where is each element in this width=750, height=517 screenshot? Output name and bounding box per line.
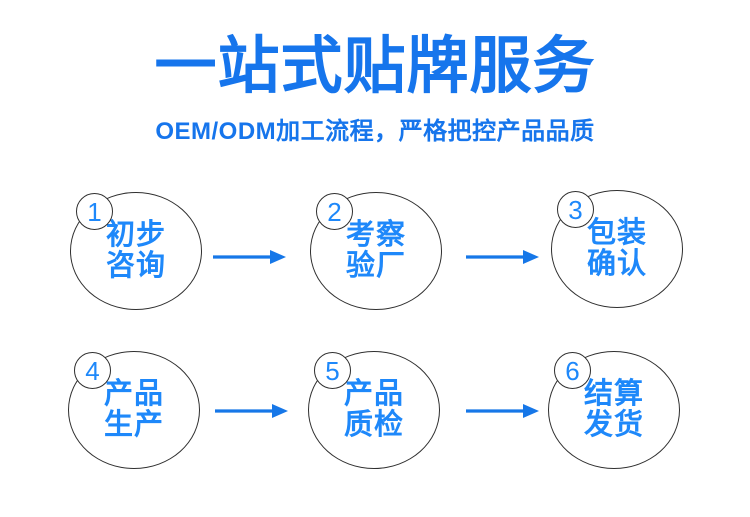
step-4-label: 产品 生产 <box>103 377 164 442</box>
step-1-label-line2: 咨询 <box>105 250 166 282</box>
arrow-step5-to-step6-icon <box>463 398 543 424</box>
step-1-number: 1 <box>87 196 102 227</box>
step-4: 产品 生产 4 <box>63 347 205 477</box>
step-4-label-line2: 生产 <box>103 409 164 441</box>
step-6-label-line2: 发货 <box>583 409 644 441</box>
step-2: 考察 验厂 2 <box>305 188 447 318</box>
step-5-label-line1: 产品 <box>343 377 404 410</box>
step-2-label-line1: 考察 <box>345 218 406 251</box>
step-3-label-line1: 包装 <box>586 216 647 249</box>
step-6-label: 结算 发货 <box>583 377 644 442</box>
step-1-number-badge: 1 <box>76 193 113 230</box>
step-1-circle: 初步 咨询 <box>70 192 202 310</box>
step-2-number: 2 <box>327 196 342 227</box>
page-title: 一站式贴牌服务 <box>154 32 596 101</box>
step-4-number-badge: 4 <box>74 352 111 389</box>
step-3-label: 包装 确认 <box>586 216 647 281</box>
step-4-label-line1: 产品 <box>103 377 164 410</box>
step-6-number: 6 <box>565 355 580 386</box>
step-1-label: 初步 咨询 <box>105 218 166 283</box>
step-3-number: 3 <box>568 194 583 225</box>
step-5-label: 产品 质检 <box>343 377 404 442</box>
step-2-number-badge: 2 <box>316 193 353 230</box>
step-6: 结算 发货 6 <box>543 347 685 477</box>
arrow-step1-to-step2-icon <box>210 244 290 270</box>
step-5: 产品 质检 5 <box>303 347 445 477</box>
step-5-number-badge: 5 <box>314 352 351 389</box>
step-2-circle: 考察 验厂 <box>310 192 442 310</box>
step-3: 包装 确认 3 <box>546 186 688 316</box>
step-2-label: 考察 验厂 <box>345 218 406 283</box>
step-5-number: 5 <box>325 355 340 386</box>
step-3-number-badge: 3 <box>557 191 594 228</box>
arrow-step4-to-step5-icon <box>212 398 292 424</box>
header: 一站式贴牌服务 OEM/ODM加工流程，严格把控产品品质 <box>0 0 750 146</box>
step-3-circle: 包装 确认 <box>551 190 683 308</box>
step-5-label-line2: 质检 <box>343 409 404 441</box>
arrow-step2-to-step3-icon <box>463 244 543 270</box>
step-6-label-line1: 结算 <box>583 377 644 410</box>
step-1-label-line1: 初步 <box>105 218 166 251</box>
step-2-label-line2: 验厂 <box>345 250 406 282</box>
step-4-number: 4 <box>85 355 100 386</box>
step-6-number-badge: 6 <box>554 352 591 389</box>
step-3-label-line2: 确认 <box>586 248 647 280</box>
step-5-circle: 产品 质检 <box>308 351 440 469</box>
step-1: 初步 咨询 1 <box>65 188 207 318</box>
page-subtitle: OEM/ODM加工流程，严格把控产品品质 <box>155 118 595 146</box>
